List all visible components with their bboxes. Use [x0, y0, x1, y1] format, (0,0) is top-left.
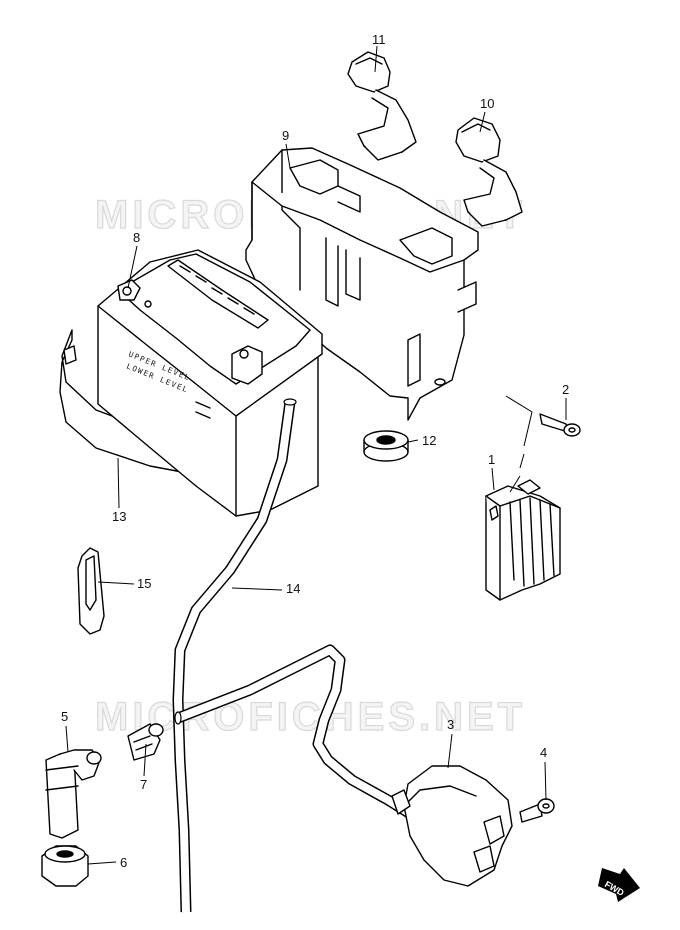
leader-5: [65, 725, 69, 753]
callout-1: 1: [488, 452, 495, 467]
leader-2b: [505, 395, 533, 493]
callout-14: 14: [286, 581, 300, 596]
callout-2: 2: [562, 382, 569, 397]
leader-11: [374, 45, 378, 73]
leader-8: [127, 245, 138, 289]
leader-3: [447, 733, 453, 769]
leader-lines: [65, 45, 567, 865]
leader-6: [87, 861, 117, 865]
callout-13: 13: [112, 509, 126, 524]
callout-5: 5: [61, 709, 68, 724]
leader-14: [231, 587, 283, 591]
part-10-clip[interactable]: [455, 117, 523, 227]
part-5-plug-cap[interactable]: [45, 749, 102, 839]
part-6-boot[interactable]: [41, 845, 89, 887]
callout-7: 7: [140, 777, 147, 792]
leader-13: [117, 457, 120, 509]
leader-12: [407, 439, 419, 443]
part-1-regulator[interactable]: [485, 479, 561, 601]
part-9-relay-box[interactable]: [245, 147, 479, 421]
callout-12: 12: [422, 433, 436, 448]
leader-9: [285, 143, 291, 169]
part-15-stay[interactable]: [77, 547, 105, 635]
callout-11: 11: [372, 32, 386, 47]
leader-7: [143, 743, 147, 777]
callout-4: 4: [540, 745, 547, 760]
leader-1: [491, 467, 495, 491]
part-4-bolt[interactable]: [519, 798, 555, 823]
part-14-vent-hose[interactable]: [172, 398, 297, 913]
part-3-ignition-coil[interactable]: [174, 644, 513, 887]
part-7-connector[interactable]: [127, 723, 164, 761]
callout-3: 3: [447, 717, 454, 732]
watermark-bottom: MICROFICHES.NET: [95, 695, 526, 739]
leader-15: [97, 581, 135, 585]
part-12-grommet[interactable]: [363, 430, 409, 462]
callout-10: 10: [480, 96, 494, 111]
part-8-battery[interactable]: UPPER LEVEL LOWER LEVEL: [97, 249, 323, 517]
part-2-bolt[interactable]: [539, 413, 581, 437]
callout-15: 15: [137, 576, 151, 591]
leader-10: [479, 111, 486, 133]
part-11-clip[interactable]: [347, 51, 417, 161]
callout-6: 6: [120, 855, 127, 870]
callout-9: 9: [282, 128, 289, 143]
fwd-arrow-icon: FWD: [598, 868, 640, 902]
callout-8: 8: [133, 230, 140, 245]
leader-4: [544, 761, 547, 801]
